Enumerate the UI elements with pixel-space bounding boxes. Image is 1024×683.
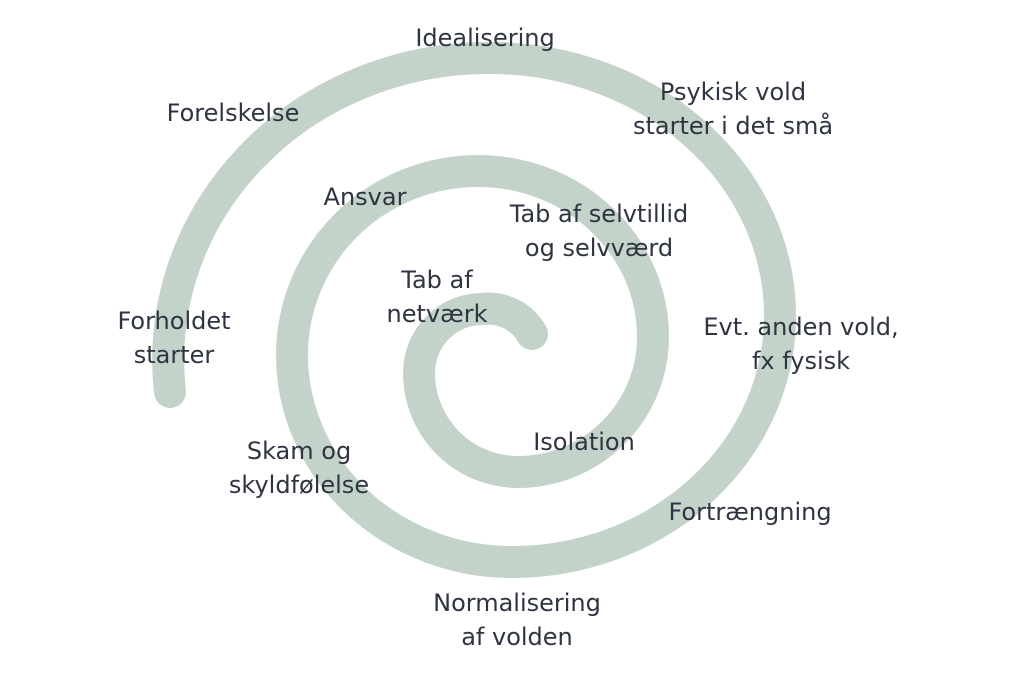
spiral-path bbox=[152, 41, 796, 578]
stage-label-isolation: Isolation bbox=[533, 428, 635, 456]
stage-label-idealisering: Idealisering bbox=[415, 24, 555, 52]
stage-label-anden-vold: Evt. anden vold, fx fysisk bbox=[703, 313, 899, 375]
stage-label-ansvar: Ansvar bbox=[323, 183, 407, 211]
stage-label-forholdet-starter: Forholdet starter bbox=[117, 307, 231, 369]
stage-label-fortraengning: Fortrængning bbox=[668, 498, 832, 526]
stage-label-tab-af-selvtillid: Tab af selvtillid og selvværd bbox=[509, 200, 689, 262]
stage-label-forelskelse: Forelskelse bbox=[166, 99, 300, 127]
stage-label-normalisering: Normalisering af volden bbox=[433, 589, 601, 651]
stage-label-psykisk-vold: Psykisk vold starter i det små bbox=[632, 78, 834, 140]
stage-label-skam-og-skyldfoelelse: Skam og skyldfølelse bbox=[228, 437, 370, 499]
stage-label-tab-af-netvaerk: Tab af netværk bbox=[386, 266, 488, 328]
